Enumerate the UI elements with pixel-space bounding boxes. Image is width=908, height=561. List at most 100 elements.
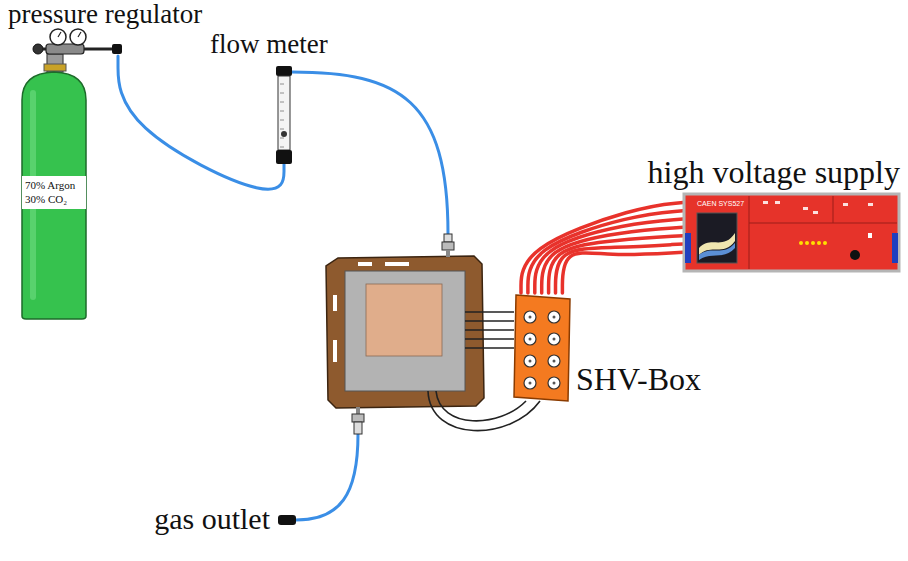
gas-outlet: gas outlet	[278, 514, 296, 526]
outlet-plug	[278, 515, 296, 525]
scale-tick	[280, 102, 284, 103]
regulator-outlet	[82, 48, 114, 51]
flow-meter-shape	[276, 66, 292, 164]
hv-cable	[549, 236, 683, 293]
panel-button	[850, 250, 860, 260]
detector	[326, 234, 484, 434]
high-voltage-supply: high voltage supplyCAEN SYS527	[683, 193, 900, 272]
panel-indicator	[763, 201, 768, 204]
detector-active-area	[366, 284, 442, 356]
hv-cable-path	[521, 202, 683, 293]
gas-fitting	[444, 234, 452, 242]
shv-connector	[524, 355, 536, 367]
hv-cable	[556, 244, 684, 293]
panel-divider	[749, 196, 750, 269]
status-led	[823, 241, 827, 245]
node-label: gas outlet	[154, 502, 270, 537]
gas-fitting	[354, 422, 362, 434]
handle-bar	[892, 233, 898, 263]
detector-slit	[358, 262, 372, 266]
panel-indicator	[813, 211, 818, 214]
hv-cable	[562, 252, 683, 293]
detector-slit	[333, 295, 337, 311]
panel-indicator	[868, 203, 873, 206]
connector-pin	[529, 382, 532, 385]
gas-fitting	[356, 407, 360, 414]
wire	[465, 338, 514, 340]
scale-tick	[280, 84, 284, 85]
hv-cable	[535, 219, 683, 293]
gauge-needle	[78, 32, 81, 37]
detector-frame	[326, 256, 484, 408]
connector-pin	[529, 338, 532, 341]
gas-tube-path	[118, 56, 284, 189]
handle-bar	[685, 233, 691, 263]
panel-divider	[833, 196, 834, 223]
panel-indicator	[868, 233, 872, 238]
device-label: CAEN SYS527	[697, 200, 744, 208]
detector-window-frame	[345, 271, 465, 391]
shv-connector	[548, 311, 560, 323]
pressure-regulator-shape	[32, 30, 124, 56]
shv-connector	[524, 311, 536, 323]
shv-connector	[524, 377, 536, 389]
wire	[436, 391, 526, 421]
hv-cable-path	[542, 227, 683, 293]
gas-tube	[118, 56, 284, 189]
wire	[465, 311, 514, 313]
status-led	[799, 241, 803, 245]
node-label: high voltage supply	[648, 154, 900, 191]
wire	[465, 320, 514, 322]
panel-indicator	[775, 201, 780, 204]
flow-meter-cap	[276, 150, 292, 164]
hv-cable-path	[562, 252, 683, 293]
connector-pin	[553, 382, 556, 385]
flow-meter: flow meter	[276, 66, 292, 164]
status-led	[805, 241, 809, 245]
pressure-regulator: pressure regulator	[32, 30, 124, 56]
pressure-gauge	[50, 29, 66, 45]
gauge-needle	[58, 32, 61, 37]
scale-tick	[280, 120, 284, 121]
hv-cable	[542, 227, 683, 293]
flow-meter-float	[281, 131, 287, 137]
regulator-stem	[42, 48, 46, 51]
node-label: SHV-Box	[576, 361, 701, 398]
hv-cable	[528, 211, 683, 293]
connector-pin	[553, 360, 556, 363]
gas-tube	[292, 72, 448, 234]
hv-cable-path	[556, 244, 684, 293]
shv-connector	[524, 333, 536, 345]
outlet-fitting	[112, 44, 122, 54]
display-panel	[697, 213, 737, 263]
connector-pin	[553, 316, 556, 319]
gas-bottle: 70% Argon 30% CO₂	[18, 70, 90, 320]
connector-pin	[529, 316, 532, 319]
hv-crate	[684, 194, 899, 271]
status-led	[811, 241, 815, 245]
panel-indicator	[803, 207, 808, 210]
status-led	[817, 241, 821, 245]
scale-tick	[280, 111, 284, 112]
gas-fitting	[352, 414, 364, 422]
shv-box	[514, 295, 570, 401]
scale-tick	[280, 93, 284, 94]
node-label: 70% Argon 30% CO₂	[22, 176, 86, 209]
shv-box: SHV-Box	[512, 293, 572, 403]
gas-tube	[296, 434, 358, 520]
hv-cable-path	[528, 211, 683, 293]
detector-slit	[333, 340, 337, 362]
shv-connector	[548, 333, 560, 345]
wire	[465, 329, 514, 331]
node-label: pressure regulator	[8, 0, 202, 30]
shv-connector	[548, 377, 560, 389]
scale-tick	[280, 147, 284, 148]
pressure-gauge	[70, 29, 86, 45]
connector-pin	[553, 338, 556, 341]
panel-indicator	[843, 203, 848, 206]
gas-fitting	[446, 250, 450, 257]
shv-connector	[548, 355, 560, 367]
flow-meter-cap	[276, 66, 292, 76]
